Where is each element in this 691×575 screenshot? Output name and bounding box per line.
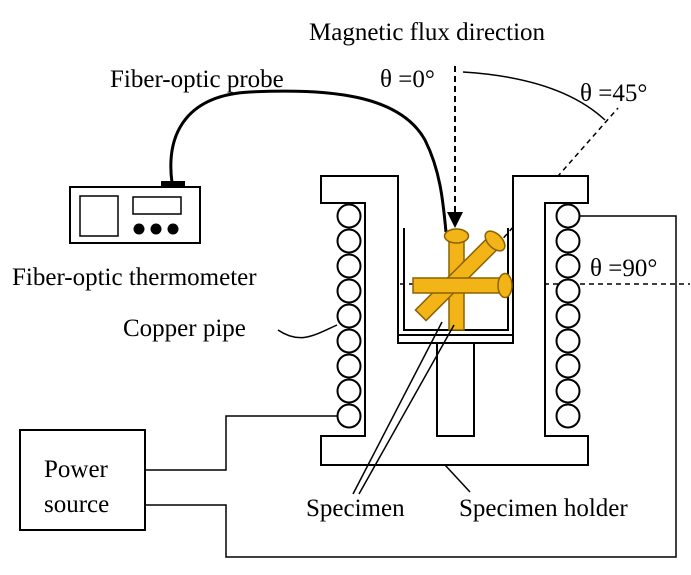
copper-pipe-left — [336, 203, 362, 429]
specimen-label: Specimen — [306, 495, 405, 522]
magnetic-flux-direction-label: Magnetic flux direction — [309, 19, 546, 46]
specimens — [412, 228, 513, 331]
power-wire-left — [145, 415, 337, 471]
specimen-horizontal — [412, 277, 506, 294]
specimen-holder-label: Specimen holder — [459, 495, 628, 522]
fiber-optic-probe-cable — [169, 89, 448, 233]
power-source-label-line1: Power — [44, 456, 109, 483]
fiber-optic-thermometer-label: Fiber-optic thermometer — [12, 264, 257, 291]
theta-45-label: θ =45° — [580, 80, 647, 107]
specimen-pedestal — [436, 342, 475, 437]
fiber-optic-probe-label: Fiber-optic probe — [110, 66, 284, 93]
power-source-label-line2: source — [44, 491, 109, 518]
specimen-leader-2 — [358, 324, 455, 495]
specimen-leader-1 — [352, 321, 443, 495]
fiber-optic-thermometer — [69, 181, 201, 244]
theta-90-label: θ =90° — [590, 255, 657, 282]
power-wire-right — [145, 215, 677, 558]
copper-pipe-right — [555, 203, 581, 429]
copper-pipe-label: Copper pipe — [123, 315, 246, 342]
angle-arc — [462, 71, 606, 121]
theta-0-label: θ =0° — [380, 66, 435, 93]
specimen-holder-leader — [444, 464, 471, 493]
copper-pipe-leader — [277, 324, 338, 339]
power-source-box — [19, 429, 146, 531]
magnetic-flux-arrowhead — [447, 212, 463, 228]
